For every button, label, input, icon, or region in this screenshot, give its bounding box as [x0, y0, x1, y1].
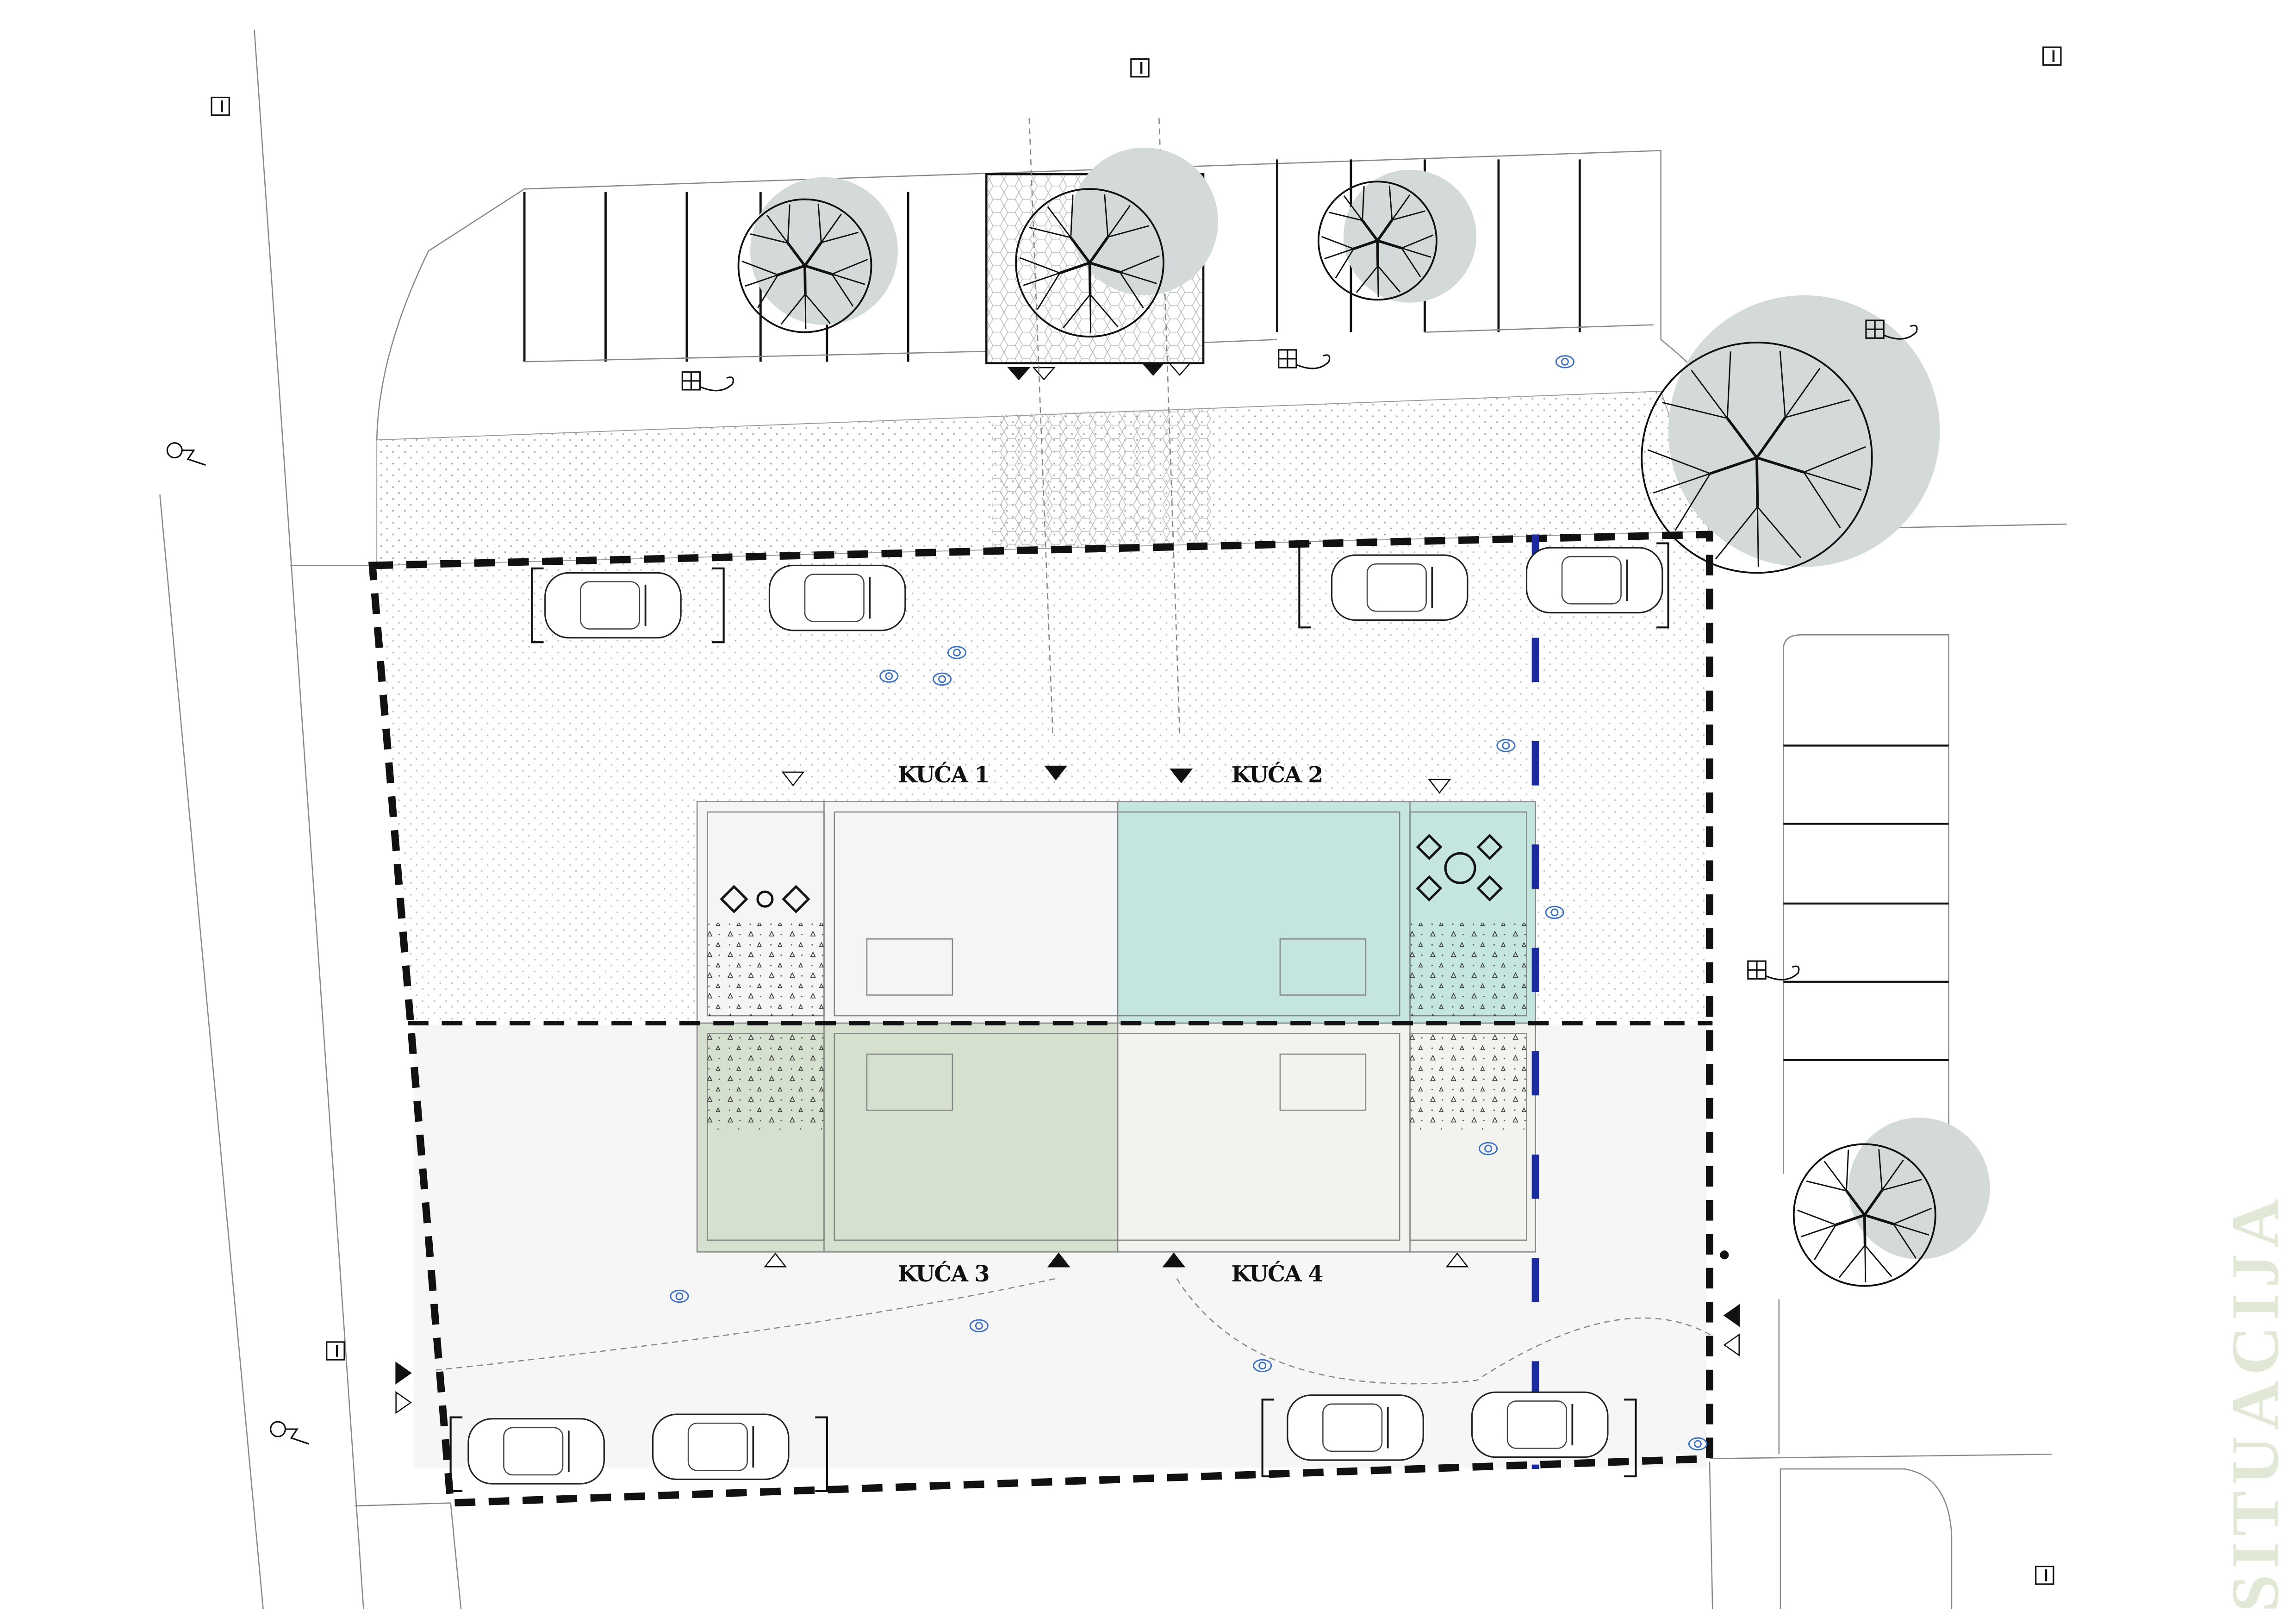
- gravel-bed: [1410, 923, 1527, 1016]
- hydrant-icon: [2035, 1566, 2054, 1585]
- bollard-icon: [1720, 1250, 1729, 1260]
- sign-icon: [166, 442, 206, 466]
- pedestrian-icon: [1496, 739, 1516, 752]
- crosswalk: [992, 407, 1211, 550]
- tree-icon: [737, 177, 898, 333]
- houses: [696, 801, 1536, 1253]
- car-icon: [467, 1418, 605, 1485]
- pedestrian-icon: [947, 646, 967, 659]
- car-icon: [1471, 1391, 1609, 1458]
- parking-bay: [1298, 542, 1669, 629]
- hydrant-icon: [211, 96, 230, 116]
- drawing-title: SITUACIJA: [2217, 1193, 2293, 1612]
- pedestrian-icon: [1555, 355, 1574, 369]
- sign-icon: [269, 1421, 310, 1445]
- house-2-label: KUĆA 2: [1232, 761, 1323, 788]
- gravel-bed: [707, 923, 824, 1016]
- pedestrian-icon: [933, 672, 952, 686]
- house-4-label: KUĆA 4: [1232, 1260, 1323, 1287]
- parking-bay: [530, 567, 725, 643]
- parking-bay: [449, 1416, 828, 1493]
- hydrant-icon: [1130, 58, 1150, 78]
- house-1-label: KUĆA 1: [898, 761, 989, 788]
- trees: [737, 147, 1990, 1287]
- car-icon: [1525, 547, 1663, 614]
- terrace-table-icon: [720, 834, 1503, 913]
- entrance-triangle-icons: [395, 362, 1740, 1414]
- car-icon: [652, 1413, 790, 1480]
- street-lamp-icon: [1278, 349, 1331, 369]
- hydrant-icon: [2042, 46, 2062, 66]
- cars: [467, 547, 1663, 1485]
- pedestrian-icon: [670, 1289, 689, 1303]
- tree-icon: [1641, 295, 1940, 574]
- pedestrian-icon: [1479, 1142, 1498, 1156]
- hydrant-icon: [326, 1341, 345, 1361]
- pedestrian-icon: [1688, 1437, 1708, 1451]
- street-furniture: [166, 46, 2062, 1585]
- house-3-label: KUĆA 3: [898, 1260, 989, 1287]
- car-icon: [1287, 1394, 1424, 1461]
- pedestrian-icon: [1253, 1359, 1272, 1373]
- gravel-bed: [1410, 1033, 1527, 1130]
- car-icon: [768, 564, 906, 631]
- street-lamp-icon: [681, 371, 734, 392]
- access-paths: [436, 118, 1713, 1385]
- street-lamp-icon: [1865, 319, 1918, 340]
- pedestrian-icon: [969, 1319, 989, 1332]
- car-icon: [1331, 554, 1468, 621]
- pedestrian-icon: [1545, 906, 1564, 919]
- pedestrian-icon: [879, 669, 899, 683]
- tree-icon: [1015, 147, 1218, 338]
- street-lamp-icon: [1747, 960, 1800, 981]
- parking-bay: [1261, 1399, 1637, 1478]
- gravel-bed: [707, 1033, 824, 1130]
- parking-edge: [524, 324, 1654, 362]
- tree-icon: [1317, 169, 1477, 303]
- tree-icon: [1792, 1118, 1990, 1287]
- car-icon: [544, 572, 682, 639]
- plot-boundary: [368, 531, 1713, 1507]
